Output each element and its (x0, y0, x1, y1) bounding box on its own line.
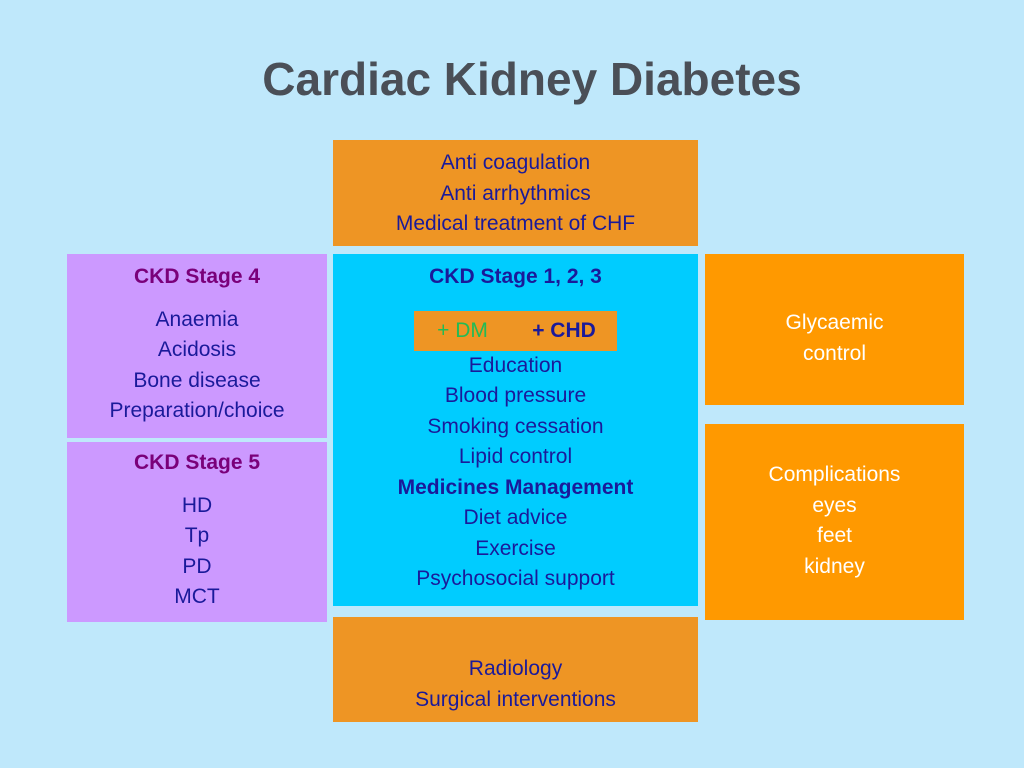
ckd-stage-1-3-heading: CKD Stage 1, 2, 3 (429, 265, 602, 288)
box-line: Bone disease (133, 368, 261, 392)
box-line: Education (468, 353, 563, 377)
box-line: Medical treatment of CHF (395, 212, 636, 235)
box-line: MCT (174, 585, 220, 608)
condition-tags: + DM + CHD (414, 310, 617, 351)
box-line: Blood pressure (444, 384, 587, 407)
box-line: Tp (184, 524, 210, 547)
ckd-stage-1-3-box: CKD Stage 1, 2, 3 + DM + CHD Education B… (333, 254, 698, 606)
box-line: Complications (768, 463, 901, 486)
box-line: Psychosocial support (416, 567, 615, 590)
slide-title: Cardiac Kidney Diabetes (262, 53, 802, 105)
box-line: kidney (804, 554, 865, 578)
cardiac-treatment-box: Anti coagulation Anti arrhythmics Medica… (333, 140, 698, 246)
interventions-box: Radiology Surgical interventions (333, 617, 698, 722)
dm-tag: + DM (414, 310, 511, 351)
box-line: Acidosis (157, 338, 237, 361)
ckd-stage-4-heading: CKD Stage 4 (133, 265, 261, 288)
box-line-emphasis: Medicines Management (397, 475, 634, 499)
ckd-stage-5-box: CKD Stage 5 HD Tp PD MCT (67, 442, 327, 622)
box-line: PD (182, 554, 212, 578)
box-line: Surgical interventions (415, 687, 616, 711)
box-line: Diet advice (463, 506, 568, 529)
box-line: Anti arrhythmics (440, 181, 591, 205)
box-line: Anaemia (155, 307, 239, 331)
box-line: HD (181, 493, 213, 517)
box-line: Glycaemic (785, 311, 884, 334)
box-line: Exercise (475, 536, 556, 560)
box-line: Smoking cessation (427, 414, 604, 438)
box-line: feet (816, 524, 853, 547)
glycaemic-control-box: Glycaemic control (705, 254, 964, 405)
box-line: control (802, 341, 867, 365)
box-line: eyes (812, 493, 857, 517)
chd-tag: + CHD (511, 310, 617, 351)
ckd-stage-4-box: CKD Stage 4 Anaemia Acidosis Bone diseas… (67, 254, 327, 438)
box-line: Preparation/choice (109, 399, 285, 422)
box-line: Anti coagulation (440, 151, 591, 174)
box-line: Radiology (468, 657, 563, 680)
complications-box: Complications eyes feet kidney (705, 424, 964, 620)
ckd-stage-5-heading: CKD Stage 5 (133, 451, 261, 474)
box-line: Lipid control (458, 445, 573, 468)
